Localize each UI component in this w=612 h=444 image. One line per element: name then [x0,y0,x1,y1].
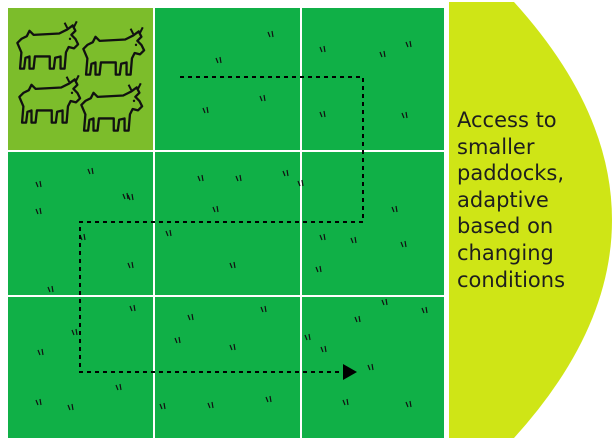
grass-tuft [400,240,407,248]
grass-tuft [35,207,42,215]
grass-tuft [229,261,236,269]
grass-tuft [202,106,209,114]
grass-tuft [282,169,289,177]
grass-tuft [315,265,322,273]
grass-tuft [319,110,326,118]
paddock [155,8,300,150]
grass-tuft [129,304,136,312]
movement-path [79,76,364,373]
grass-tuft [259,94,266,102]
grass-tuft [405,40,412,48]
paddock [302,152,444,295]
paddock [8,152,153,295]
grass-tuft [265,395,272,403]
grass-tuft [37,348,44,356]
grass-tuft [215,56,222,64]
grass-tuft [174,336,181,344]
grass-tuft [127,193,134,201]
grass-tuft [421,306,428,314]
grass-tuft [159,402,166,410]
paddock-grid [8,8,444,438]
caption-text: Access to smaller paddocks, adaptive bas… [457,108,566,292]
grass-tuft [122,192,129,200]
grass-tuft [304,333,311,341]
grass-tuft [47,285,54,293]
paddock [302,8,444,150]
grass-tuft [87,167,94,175]
grass-tuft [197,174,204,182]
grass-tuft [71,328,78,336]
grass-tuft [115,383,122,391]
grass-tuft [391,205,398,213]
grass-tuft [229,343,236,351]
grass-tuft [350,236,357,244]
grass-tuft [165,229,172,237]
grass-tuft [320,345,327,353]
grass-tuft [260,305,267,313]
grass-tuft [187,313,194,321]
grass-tuft [267,30,274,38]
grass-marks [35,30,428,411]
grass-tuft [367,363,374,371]
grass-tuft [319,45,326,53]
arrow-head-icon [343,364,357,380]
grass-tuft [35,398,42,406]
grass-tuft [381,298,388,306]
grass-tuft [319,233,326,241]
grass-tuft [235,174,242,182]
grass-tuft [405,400,412,408]
grass-tuft [379,50,386,58]
caption-panel [449,2,612,438]
paddock [155,152,300,295]
grass-tuft [401,111,408,119]
paddock [8,297,153,438]
grass-tuft [212,205,219,213]
grass-tuft [127,261,134,269]
grass-tuft [67,403,74,411]
grass-tuft [207,401,214,409]
paddock [155,297,300,438]
grass-tuft [354,315,361,323]
grass-tuft [35,180,42,188]
grass-tuft [297,179,304,187]
grass-tuft [342,398,349,406]
